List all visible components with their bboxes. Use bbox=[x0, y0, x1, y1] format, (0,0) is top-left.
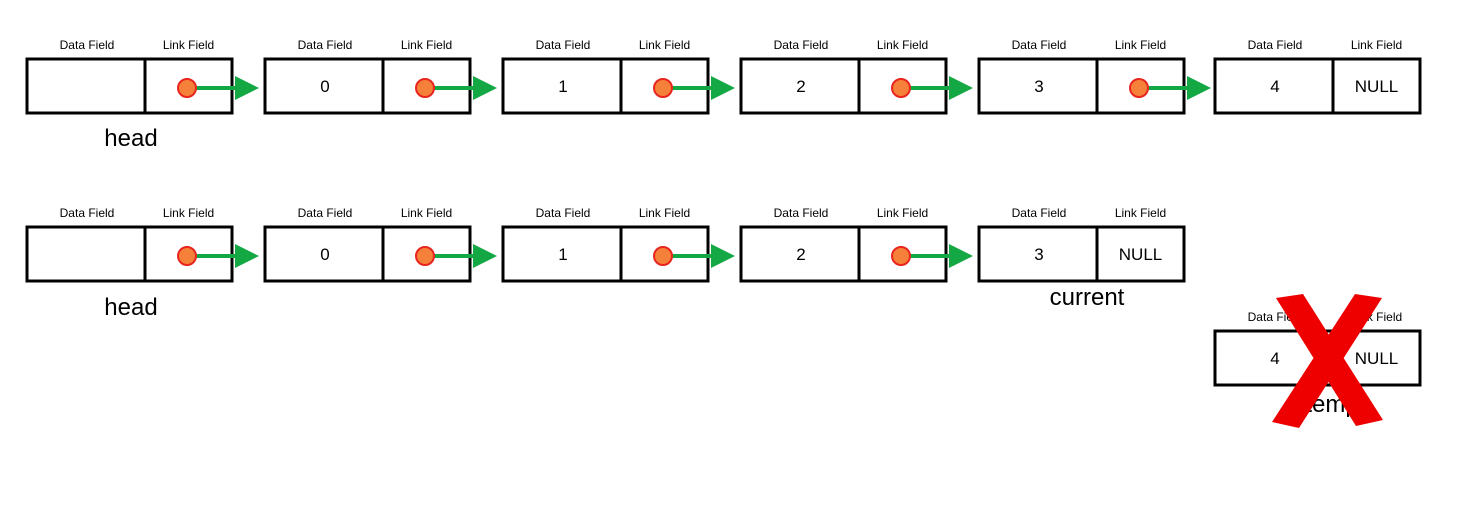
row1-node-4: Data Field Link Field 3 bbox=[977, 38, 1211, 115]
cross-stroke bbox=[1272, 294, 1382, 428]
row1-node-1: Data Field Link Field 0 bbox=[263, 38, 497, 115]
link-field-header: Link Field bbox=[1351, 38, 1402, 52]
data-field-header: Data Field bbox=[1248, 38, 1303, 52]
null-value: NULL bbox=[1355, 349, 1398, 368]
link-field-header: Link Field bbox=[1115, 206, 1166, 220]
data-value: 0 bbox=[320, 245, 329, 264]
node-box bbox=[1213, 57, 1422, 115]
data-value: 2 bbox=[796, 77, 805, 96]
null-value: NULL bbox=[1119, 245, 1162, 264]
pointer-dot bbox=[415, 78, 435, 98]
data-field-header: Data Field bbox=[536, 206, 591, 220]
data-field-header: Data Field bbox=[774, 38, 829, 52]
data-value: 3 bbox=[1034, 245, 1043, 264]
pointer-dot bbox=[891, 246, 911, 266]
list-row-before: Data Field Link Field Data Field Link Field… bbox=[25, 38, 1422, 115]
link-field-header: Link Field bbox=[1115, 38, 1166, 52]
row2-node-2: Data Field Link Field 1 bbox=[501, 206, 735, 283]
row1-node-3: Data Field Link Field 2 bbox=[739, 38, 973, 115]
link-field-header: Link Field bbox=[639, 206, 690, 220]
row2-node-4: Data Field Link Field 3 NULL bbox=[977, 206, 1186, 283]
data-field-header: Data Field bbox=[298, 38, 353, 52]
row1-node-0: Data Field Link Field bbox=[25, 38, 259, 115]
data-value: 1 bbox=[558, 77, 567, 96]
data-field-header: Data Field bbox=[60, 38, 115, 52]
node-box bbox=[977, 225, 1186, 283]
data-value: 4 bbox=[1270, 349, 1279, 368]
data-value: 0 bbox=[320, 77, 329, 96]
data-field-header: Data Field bbox=[298, 206, 353, 220]
pointer-dot bbox=[653, 78, 673, 98]
data-field-header: Data Field bbox=[60, 206, 115, 220]
data-value: 3 bbox=[1034, 77, 1043, 96]
head-label-row1: head bbox=[104, 125, 157, 152]
pointer-dot bbox=[1129, 78, 1149, 98]
data-value: 1 bbox=[558, 245, 567, 264]
data-value: 4 bbox=[1270, 77, 1279, 96]
row2-node-3: Data Field Link Field 2 bbox=[739, 206, 973, 283]
delete-cross-icon bbox=[1272, 294, 1383, 428]
data-field-header: Data Field bbox=[536, 38, 591, 52]
pointer-dot bbox=[177, 246, 197, 266]
current-label: current bbox=[1050, 284, 1125, 311]
row1-node-2: Data Field Link Field 1 bbox=[501, 38, 735, 115]
link-field-header: Link Field bbox=[877, 38, 928, 52]
link-field-header: Link Field bbox=[163, 206, 214, 220]
data-field-header: Data Field bbox=[1012, 38, 1067, 52]
row2-node-1: Data Field Link Field 0 bbox=[263, 206, 497, 283]
pointer-dot bbox=[653, 246, 673, 266]
list-row-after: Data Field Link Field Data Field Link Field… bbox=[25, 206, 1186, 283]
row2-node-0: Data Field Link Field bbox=[25, 206, 259, 283]
link-field-header: Link Field bbox=[401, 38, 452, 52]
data-field-header: Data Field bbox=[1012, 206, 1067, 220]
row1-node-5: Data Field Link Field 4 NULL bbox=[1213, 38, 1422, 115]
pointer-dot bbox=[415, 246, 435, 266]
pointer-dot bbox=[177, 78, 197, 98]
link-field-header: Link Field bbox=[639, 38, 690, 52]
head-label-row2: head bbox=[104, 294, 157, 321]
pointer-labels: head head current bbox=[104, 125, 1124, 321]
link-field-header: Link Field bbox=[877, 206, 928, 220]
data-value: 2 bbox=[796, 245, 805, 264]
pointer-dot bbox=[891, 78, 911, 98]
link-field-header: Link Field bbox=[163, 38, 214, 52]
link-field-header: Link Field bbox=[401, 206, 452, 220]
data-field-header: Data Field bbox=[774, 206, 829, 220]
null-value: NULL bbox=[1355, 77, 1398, 96]
